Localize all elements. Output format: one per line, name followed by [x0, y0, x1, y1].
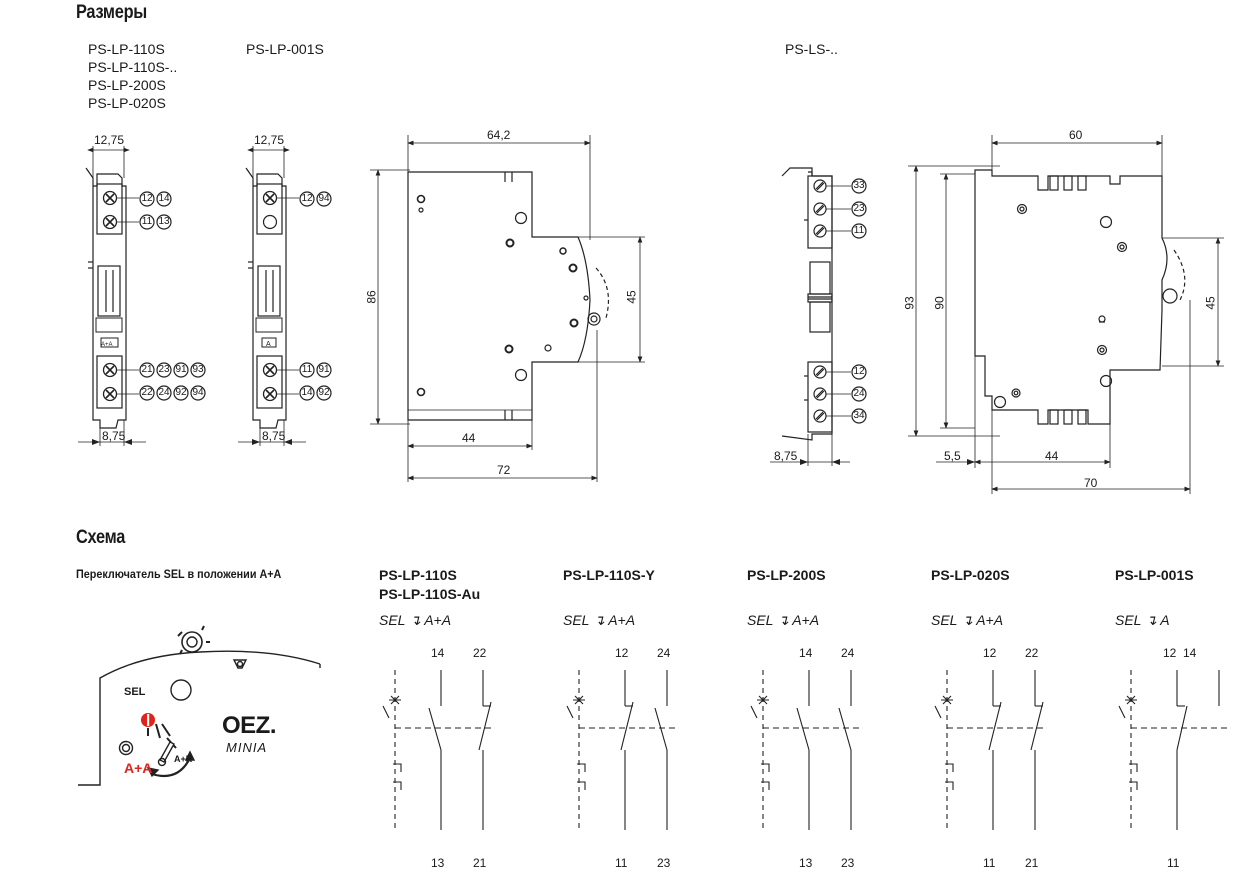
dim-width: 70: [1084, 476, 1098, 490]
product-label: PS-LP-020S: [88, 95, 166, 111]
front-view-ls: [770, 167, 867, 466]
dim-width: 44: [462, 431, 476, 445]
terminal-number: 93: [192, 364, 204, 375]
dim-width: 44: [1045, 449, 1059, 463]
terminal-number: 92: [318, 387, 330, 398]
terminal-label-top: 22: [1025, 646, 1039, 660]
terminal-label-bottom: 11: [615, 856, 628, 870]
terminal-numbers: 12 14 11 13 21 23 91 93 22 24 92 94 A+A …: [101, 180, 865, 421]
terminal-label-top: 24: [657, 646, 671, 660]
position-aa-label: A+A: [124, 760, 153, 776]
scheme-title: PS-LP-020S: [931, 567, 1010, 583]
terminal-number: 11: [141, 216, 153, 227]
terminal-number: 94: [192, 387, 204, 398]
scheme-circuit: [566, 670, 675, 830]
terminal-number: 23: [853, 203, 865, 214]
scheme-title: PS-LP-200S: [747, 567, 826, 583]
terminal-number: 92: [175, 387, 187, 398]
front-view-lp: [78, 146, 206, 446]
dim-width: 8,75: [262, 429, 286, 443]
scheme-title: PS-LP-110S: [379, 567, 457, 583]
section-title-dimensions: Размеры: [76, 2, 147, 23]
scheme-circuit: [934, 670, 1044, 830]
scheme-sel-state: SEL ↴ A+A: [563, 612, 636, 628]
scheme-circuit: [1118, 670, 1227, 830]
terminal-number: 12: [141, 193, 153, 204]
dim-width: 12,75: [254, 133, 285, 147]
switch-caption: Переключатель SEL в положении A+A: [76, 567, 282, 581]
selector-badge: A+A: [101, 342, 113, 348]
terminal-label-bottom: 11: [983, 856, 996, 870]
terminal-number: 34: [853, 410, 865, 421]
terminal-number: 14: [158, 193, 170, 204]
product-label: PS-LS-..: [785, 41, 838, 57]
terminal-number: 14: [301, 387, 313, 398]
terminal-label-top: 12: [983, 646, 997, 660]
side-view-lp: [370, 135, 645, 482]
terminal-number: 12: [301, 193, 313, 204]
scheme-title: PS-LP-001S: [1115, 567, 1194, 583]
product-label: PS-LP-110S: [88, 41, 165, 57]
terminal-number: 33: [853, 180, 865, 191]
terminal-number: 24: [158, 387, 170, 398]
terminal-number: 12: [853, 366, 865, 377]
terminal-number: 21: [141, 364, 153, 375]
terminal-number: 94: [318, 193, 330, 204]
scheme-title: PS-LP-110S-Au: [379, 586, 481, 602]
sel-label: SEL: [124, 686, 146, 698]
terminal-label-top: 22: [473, 646, 487, 660]
terminal-label-top: 14: [1183, 646, 1197, 660]
scheme-sel-state: SEL ↴ A+A: [747, 612, 820, 628]
product-label: PS-LP-200S: [88, 77, 166, 93]
switch-illustration: [78, 625, 321, 786]
terminal-number: 24: [853, 388, 865, 399]
terminal-label-bottom: 21: [473, 856, 487, 870]
terminal-number: 11: [301, 364, 313, 375]
front-view-lp-001s: [238, 146, 332, 446]
terminal-label-top: 12: [615, 646, 629, 660]
terminal-number: 11: [853, 225, 865, 236]
terminal-label-bottom: 23: [841, 856, 855, 870]
dim-width: 64,2: [487, 128, 511, 142]
terminal-label-bottom: 13: [431, 856, 445, 870]
scheme-title: PS-LP-110S-Y: [563, 567, 655, 583]
product-label: PS-LP-001S: [246, 41, 324, 57]
brand-logo: OEZ.: [222, 712, 277, 739]
dim-width: 8,75: [102, 429, 126, 443]
selector-badge: A: [266, 341, 271, 348]
terminal-label-bottom: 11: [1167, 856, 1180, 870]
product-label: PS-LP-110S-..: [88, 59, 178, 75]
scheme-circuit: [750, 670, 859, 830]
product-list-col1: PS-LP-110S PS-LP-110S-.. PS-LP-200S PS-L…: [88, 40, 177, 112]
scheme-circuit: [382, 670, 492, 830]
position-ar-label: A+R: [174, 754, 193, 764]
terminal-number: 91: [318, 364, 330, 375]
terminal-number: 13: [158, 216, 170, 227]
terminal-number: 23: [158, 364, 170, 375]
terminal-label-bottom: 21: [1025, 856, 1039, 870]
scheme-sel-state: SEL ↴ A+A: [379, 612, 452, 628]
terminal-label-top: 14: [799, 646, 813, 660]
dimension-drawings: [78, 135, 1224, 494]
dimension-labels: 12,75 12,75 8,75 8,75 64,2 86 45 44 72 8…: [94, 128, 1218, 490]
terminal-label-top: 12: [1163, 646, 1177, 660]
dim-width: 12,75: [94, 133, 125, 147]
dim-width: 72: [497, 463, 511, 477]
terminal-number: 22: [141, 387, 153, 398]
terminal-label-top: 14: [431, 646, 445, 660]
scheme-sel-state: SEL ↴ A+A: [931, 612, 1004, 628]
dim-width: 8,75: [774, 449, 798, 463]
dim-width: 60: [1069, 128, 1083, 142]
side-view-ls: [908, 135, 1224, 494]
terminal-label-top: 24: [841, 646, 855, 660]
section-title-scheme: Схема: [76, 527, 126, 548]
terminal-label-bottom: 13: [799, 856, 813, 870]
terminal-number: 91: [175, 364, 187, 375]
dim-width: 5,5: [944, 449, 961, 463]
scheme-sel-state: SEL ↴ A: [1115, 612, 1170, 628]
brand-sub: MINIA: [226, 740, 268, 755]
terminal-label-bottom: 23: [657, 856, 671, 870]
